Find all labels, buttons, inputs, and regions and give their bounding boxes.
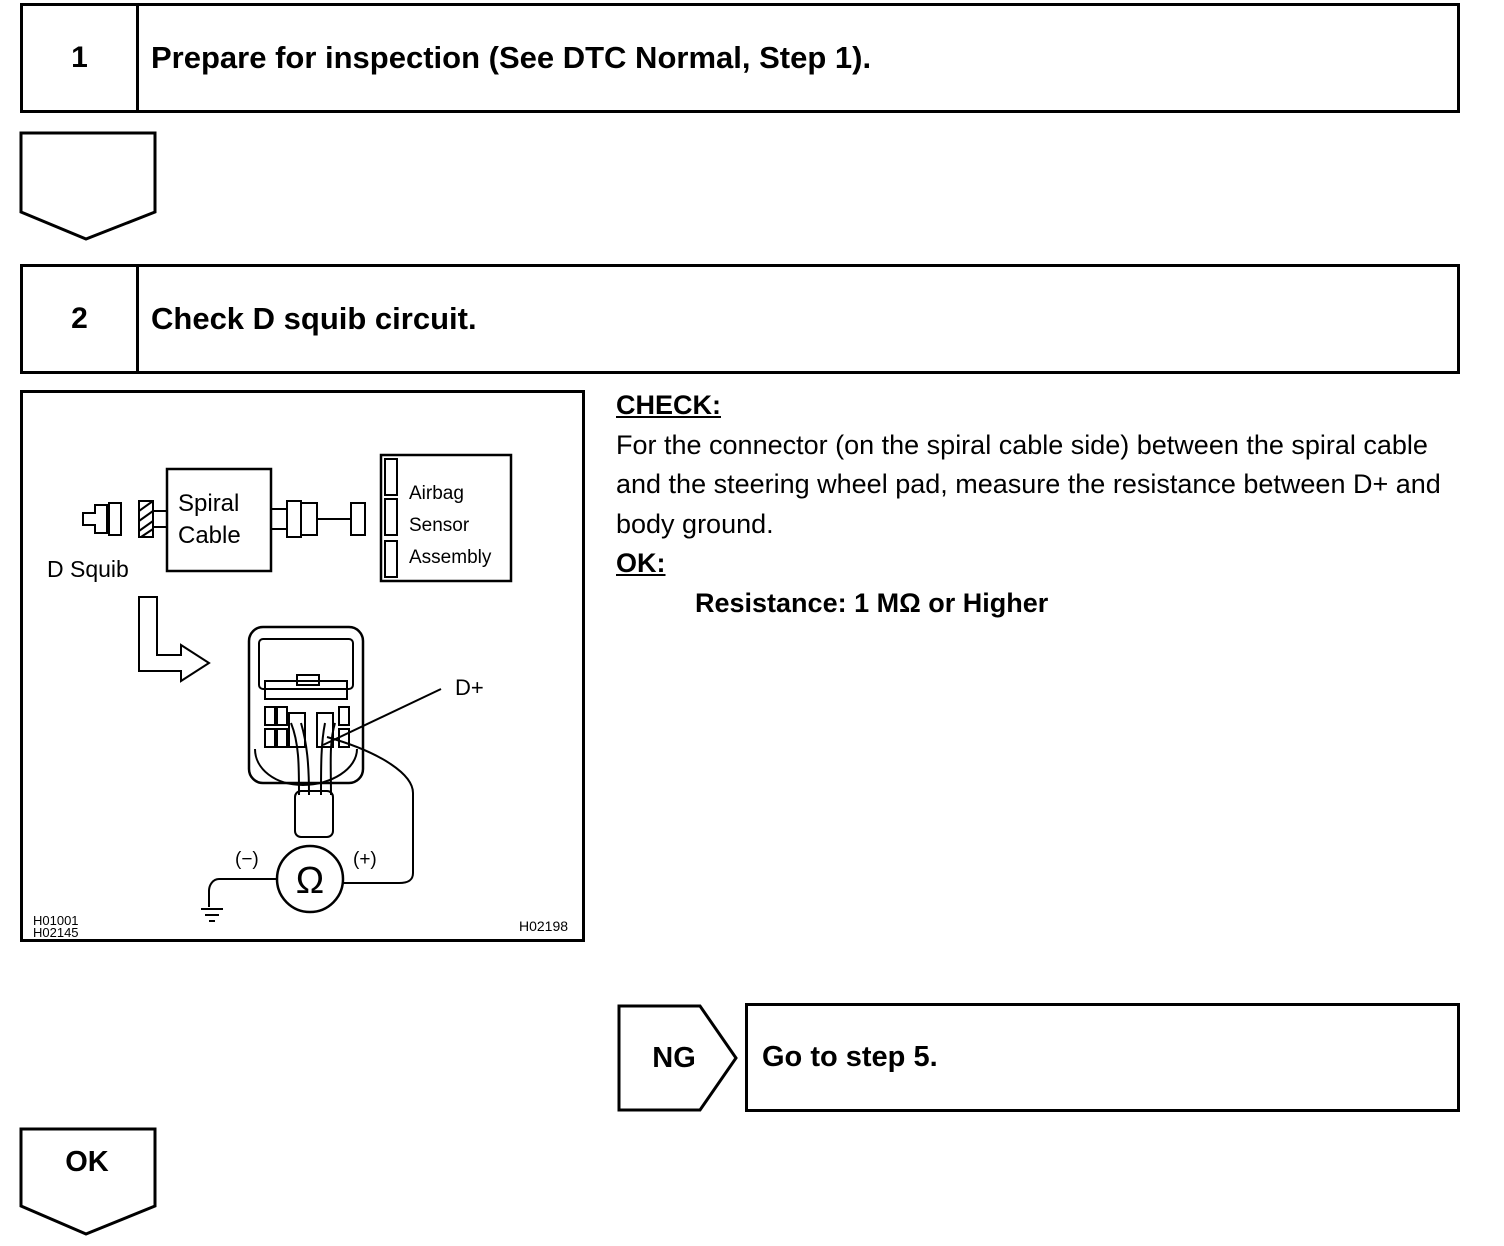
- minus-label: (−): [235, 849, 259, 870]
- airbag-label-2: Sensor: [409, 515, 470, 536]
- ohm-icon: Ω: [296, 860, 324, 902]
- resistance-spec: Resistance: 1 MΩ or Higher: [695, 587, 1049, 618]
- airbag-label-1: Airbag: [409, 483, 464, 504]
- ng-action: Go to step 5.: [745, 1003, 1460, 1112]
- circuit-diagram: Spiral Cable Airbag Sensor Assembly D Sq…: [20, 390, 585, 942]
- check-instructions: CHECK: For the connector (on the spiral …: [616, 386, 1466, 623]
- ok-label: OK: [65, 1146, 109, 1178]
- ok-heading: OK:: [616, 548, 666, 578]
- circuit-diagram-drawing: Spiral Cable Airbag Sensor Assembly D Sq…: [33, 453, 568, 940]
- figure-code-right: H02198: [519, 918, 568, 934]
- check-heading: CHECK:: [616, 390, 721, 420]
- ok-arrow-shape: [19, 1127, 157, 1236]
- step-2-number: 2: [23, 267, 139, 371]
- figure-code-left-1: H01001: [33, 913, 79, 928]
- figure-code-left-2: H02145: [33, 925, 79, 939]
- step-2-title: Check D squib circuit.: [151, 301, 477, 336]
- check-body: For the connector (on the spiral cable s…: [616, 429, 1441, 539]
- plus-label: (+): [353, 849, 377, 870]
- ok-flow-arrow: OK: [18, 1126, 160, 1240]
- step-1-header: 1 Prepare for inspection (See DTC Normal…: [20, 3, 1460, 113]
- step-1-title: Prepare for inspection (See DTC Normal, …: [151, 40, 872, 75]
- spiral-cable-label-2: Cable: [178, 522, 241, 549]
- step-2-header: 2 Check D squib circuit.: [20, 264, 1460, 374]
- step-1-number: 1: [23, 6, 139, 110]
- d-plus-label: D+: [455, 675, 484, 700]
- spiral-cable-label-1: Spiral: [178, 490, 239, 517]
- d-squib-label: D Squib: [47, 556, 129, 582]
- ng-label: NG: [652, 1041, 696, 1074]
- ng-arrow-shape: [617, 1004, 738, 1112]
- ng-branch-tag: NG: [616, 1003, 744, 1113]
- flow-arrow-down: [19, 131, 157, 241]
- airbag-label-3: Assembly: [409, 547, 492, 568]
